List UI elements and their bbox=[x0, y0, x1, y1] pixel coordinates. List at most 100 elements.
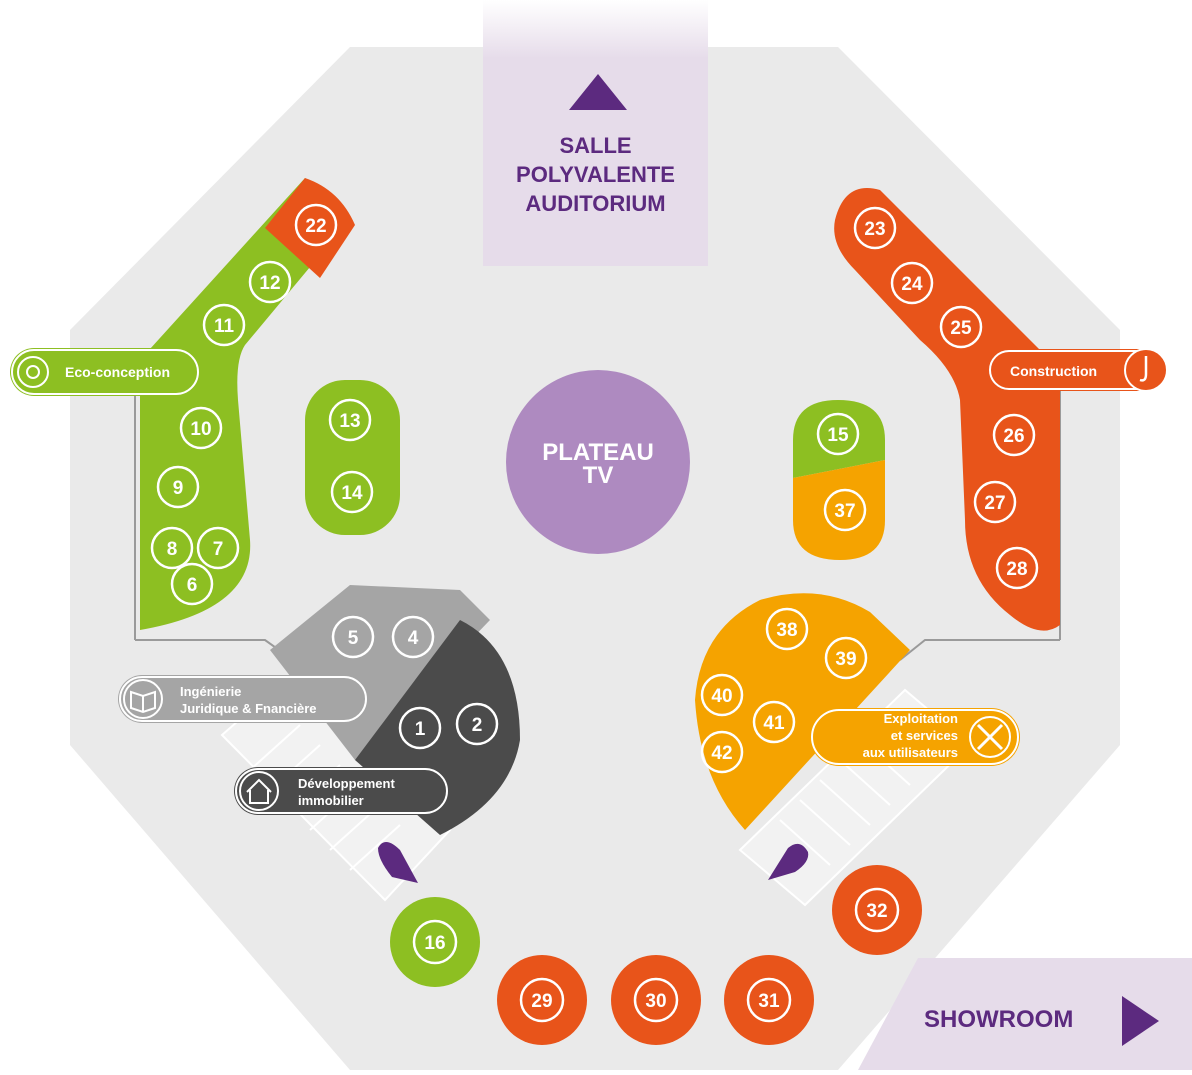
plateau-label-line2: TV bbox=[583, 462, 614, 489]
booth-37[interactable]: 37 bbox=[823, 488, 867, 532]
booth-24[interactable]: 24 bbox=[890, 261, 934, 305]
booth-ring bbox=[391, 615, 435, 659]
booth-ring bbox=[633, 977, 679, 1023]
booth-number: 14 bbox=[341, 483, 363, 504]
booth-number: 38 bbox=[776, 620, 797, 641]
booth-number: 9 bbox=[173, 478, 184, 499]
booth-6[interactable]: 6 bbox=[170, 562, 214, 606]
booth-ring bbox=[248, 260, 292, 304]
booth-31[interactable]: 31 bbox=[746, 977, 792, 1023]
developpement-label-line2: immobilier bbox=[298, 793, 364, 808]
booth-32[interactable]: 32 bbox=[854, 887, 900, 933]
booth-14[interactable]: 14 bbox=[330, 470, 374, 514]
booth-11[interactable]: 11 bbox=[202, 303, 246, 347]
booth-ring bbox=[455, 702, 499, 746]
entrance-arrow-right bbox=[768, 843, 809, 880]
booth-number: 13 bbox=[339, 411, 360, 432]
booth-22-zone bbox=[265, 178, 355, 278]
booth-ring bbox=[824, 636, 868, 680]
booth-30[interactable]: 30 bbox=[633, 977, 679, 1023]
booth-number: 2 bbox=[472, 715, 483, 736]
booth-30-disc bbox=[611, 955, 701, 1045]
booth-ring bbox=[973, 480, 1017, 524]
booth-27[interactable]: 27 bbox=[973, 480, 1017, 524]
booth-number: 30 bbox=[645, 991, 666, 1012]
exploitation-label-line2: et services bbox=[891, 728, 958, 743]
booth-8[interactable]: 8 bbox=[150, 526, 194, 570]
booth-number: 37 bbox=[834, 501, 855, 522]
booth-number: 4 bbox=[408, 628, 419, 649]
booth-13[interactable]: 13 bbox=[328, 398, 372, 442]
booth-9[interactable]: 9 bbox=[156, 465, 200, 509]
booth-ring bbox=[746, 977, 792, 1023]
salle-label-line1: SALLE bbox=[559, 133, 632, 158]
booth-10[interactable]: 10 bbox=[179, 406, 223, 450]
booth-39[interactable]: 39 bbox=[824, 636, 868, 680]
booth-42[interactable]: 42 bbox=[700, 730, 744, 774]
booth-29[interactable]: 29 bbox=[519, 977, 565, 1023]
eco-label[interactable]: Eco-conception bbox=[10, 348, 200, 396]
booth-number: 7 bbox=[213, 539, 224, 560]
booth-ring bbox=[992, 413, 1036, 457]
booth-26[interactable]: 26 bbox=[992, 413, 1036, 457]
booth-ring bbox=[156, 465, 200, 509]
booth-23[interactable]: 23 bbox=[853, 206, 897, 250]
booth-ring bbox=[700, 730, 744, 774]
booth-ring bbox=[995, 546, 1039, 590]
house-icon bbox=[246, 778, 272, 804]
booth-number: 22 bbox=[305, 216, 326, 237]
showroom[interactable]: SHOWROOM bbox=[858, 958, 1192, 1070]
eco-cycle-icon bbox=[17, 356, 49, 388]
booth-number: 32 bbox=[866, 901, 887, 922]
construction-label[interactable]: Construction bbox=[988, 348, 1168, 392]
booth-25[interactable]: 25 bbox=[939, 305, 983, 349]
exploitation-zone bbox=[695, 593, 910, 830]
exploitation-label-line3: aux utilisateurs bbox=[863, 745, 958, 760]
plateau-tv bbox=[506, 370, 690, 554]
exploitation-label-line1: Exploitation bbox=[884, 711, 958, 726]
booth-1[interactable]: 1 bbox=[398, 706, 442, 750]
ingenierie-label[interactable]: Ingénierie Juridique & Fnancière bbox=[118, 675, 368, 723]
salle-polyvalente[interactable]: SALLE POLYVALENTE AUDITORIUM bbox=[483, 0, 708, 266]
booth-16[interactable]: 16 bbox=[412, 919, 458, 965]
booth-number: 8 bbox=[167, 539, 178, 560]
booth-ring bbox=[816, 412, 860, 456]
booth-2[interactable]: 2 bbox=[455, 702, 499, 746]
booth-number: 31 bbox=[758, 991, 780, 1012]
booth-7[interactable]: 7 bbox=[196, 526, 240, 570]
eco-conception-zone bbox=[140, 178, 345, 630]
booth-15[interactable]: 15 bbox=[816, 412, 860, 456]
booth-22[interactable]: 22 bbox=[294, 203, 338, 247]
booth-number: 11 bbox=[214, 316, 235, 337]
booth-ring bbox=[519, 977, 565, 1023]
booth-ring bbox=[179, 406, 223, 450]
booth-ring bbox=[330, 470, 374, 514]
developpement-label[interactable]: Développement immobilier bbox=[234, 767, 449, 815]
salle-label-line2: POLYVALENTE bbox=[516, 162, 675, 187]
booth-number: 23 bbox=[864, 219, 885, 240]
booth-ring bbox=[853, 206, 897, 250]
booth-41[interactable]: 41 bbox=[752, 700, 796, 744]
booth-5[interactable]: 5 bbox=[331, 615, 375, 659]
booth-38[interactable]: 38 bbox=[765, 607, 809, 651]
booth-ring bbox=[196, 526, 240, 570]
island-15 bbox=[793, 400, 885, 478]
exploitation-label[interactable]: Exploitation et services aux utilisateur… bbox=[810, 708, 1020, 766]
booth-number: 10 bbox=[190, 419, 211, 440]
booth-ring bbox=[294, 203, 338, 247]
booth-ring bbox=[752, 700, 796, 744]
ingenierie-label-line2: Juridique & Fnancière bbox=[180, 701, 317, 716]
island-13-14 bbox=[305, 380, 400, 535]
booth-40[interactable]: 40 bbox=[700, 673, 744, 717]
booth-31-disc bbox=[724, 955, 814, 1045]
booth-12[interactable]: 12 bbox=[248, 260, 292, 304]
booth-ring bbox=[823, 488, 867, 532]
developpement-label-line1: Développement bbox=[298, 776, 395, 791]
booth-number: 42 bbox=[711, 743, 732, 764]
booth-ring bbox=[412, 919, 458, 965]
booth-number: 29 bbox=[531, 991, 552, 1012]
booth-28[interactable]: 28 bbox=[995, 546, 1039, 590]
booth-ring bbox=[170, 562, 214, 606]
booth-4[interactable]: 4 bbox=[391, 615, 435, 659]
booth-ring bbox=[202, 303, 246, 347]
